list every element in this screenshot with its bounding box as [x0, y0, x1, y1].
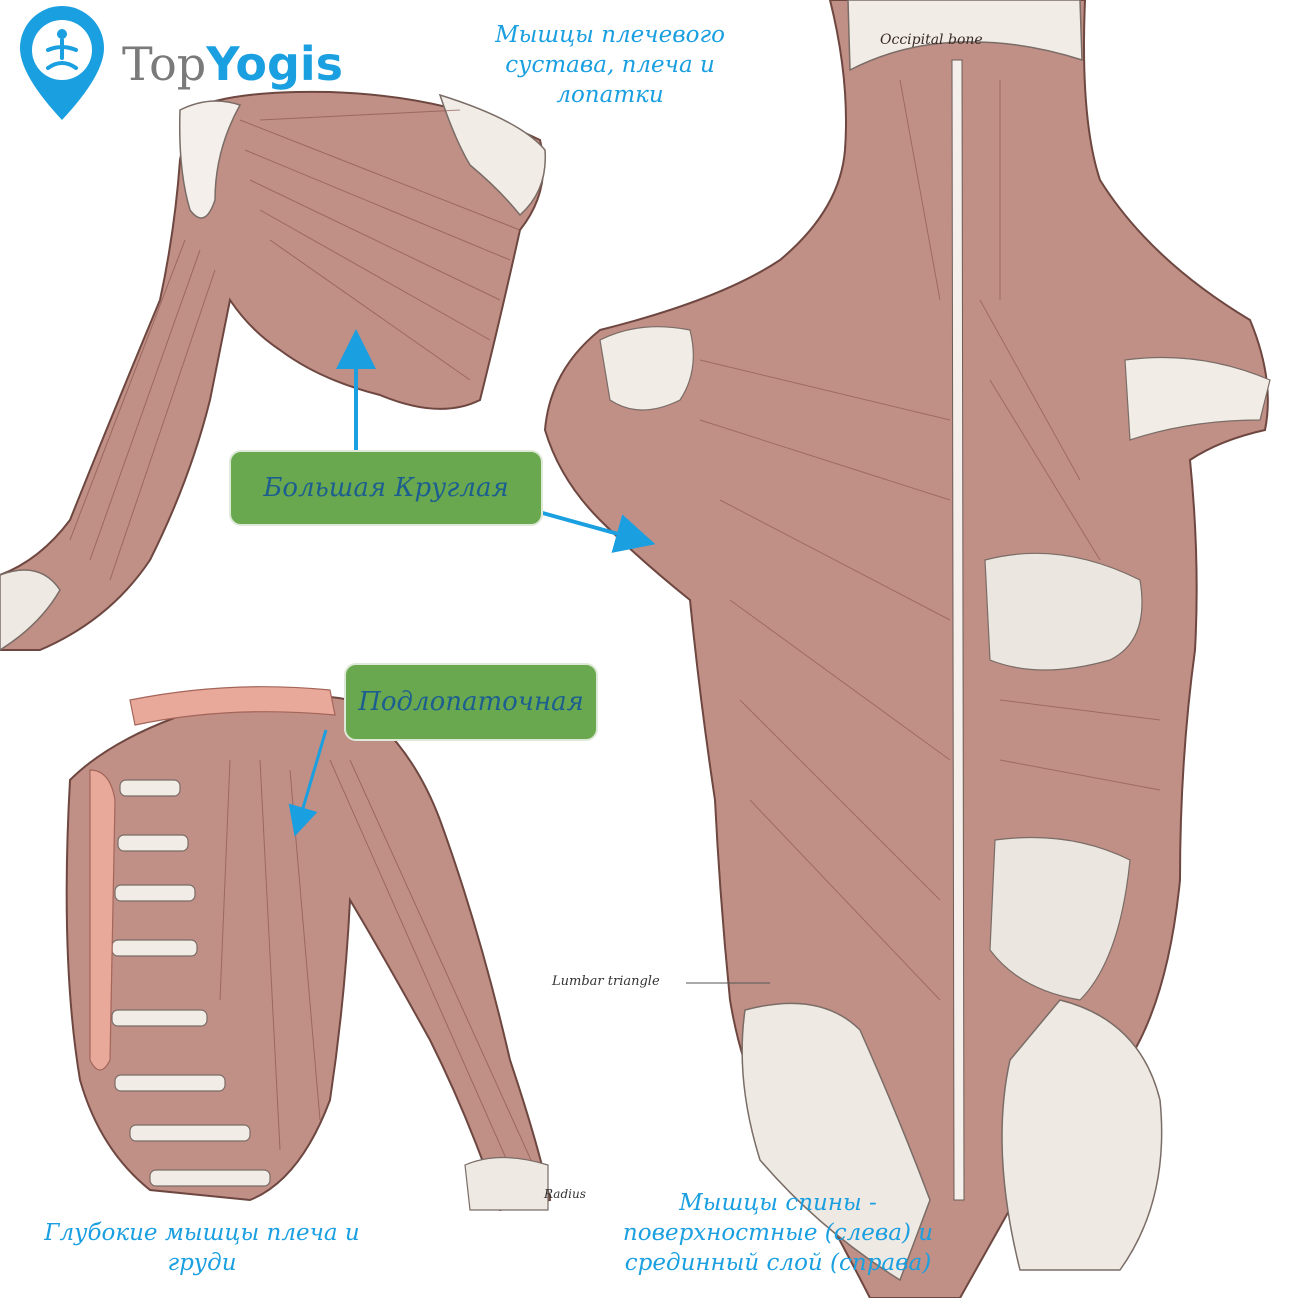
topyogis-logo[interactable]: TopYogis	[12, 8, 343, 128]
logo-wordmark: TopYogis	[122, 38, 343, 90]
caption-line: сустава, плеча и	[505, 52, 715, 78]
deep-muscles-caption: Глубокие мышцы плеча и груди	[22, 1218, 382, 1278]
caption-line: поверхностные (слева) и	[622, 1220, 934, 1246]
caption-line: срединный слой (справа)	[624, 1250, 932, 1276]
back-muscles-illustration	[543, 0, 1271, 1298]
shoulder-caption: Мышцы плечевого сустава, плеча и лопатки	[460, 20, 760, 110]
teres-major-callout: Большая Круглая	[229, 450, 543, 526]
caption-line: груди	[167, 1250, 237, 1276]
teres-major-arrows	[336, 329, 656, 553]
occipital-bone-label: Occipital bone	[880, 32, 983, 48]
logo-yogis: Yogis	[206, 37, 344, 91]
back-muscles-caption: Мышцы спины - поверхностные (слева) и ср…	[588, 1188, 968, 1278]
caption-line: Глубокие мышцы плеча и	[44, 1220, 360, 1246]
deep-chest-muscles-illustration	[65, 686, 552, 1212]
caption-line: Мышцы спины -	[679, 1190, 877, 1216]
subscapularis-arrow	[288, 729, 328, 837]
subscapularis-callout: Подлопаточная	[344, 663, 598, 741]
shoulder-muscles-illustration	[0, 90, 547, 651]
caption-line: Мышцы плечевого	[495, 22, 725, 48]
lumbar-triangle-label: Lumbar triangle	[552, 974, 660, 989]
radius-label: Radius	[544, 1187, 586, 1201]
logo-top: Top	[122, 37, 207, 91]
caption-line: лопатки	[556, 82, 664, 108]
location-pin-yoga-icon	[20, 6, 104, 120]
